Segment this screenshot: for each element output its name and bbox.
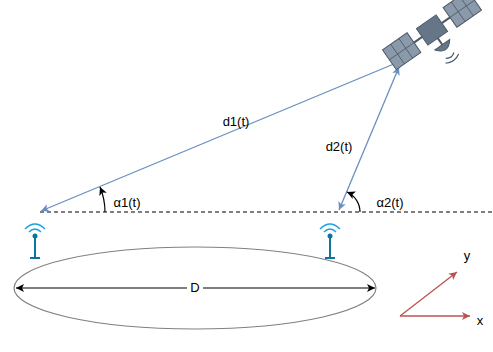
axis-arrow: [400, 272, 457, 316]
horizon-line: [40, 212, 493, 213]
antenna-icon: [320, 224, 340, 258]
angle-arc: [100, 187, 105, 212]
distance-label: d1(t): [223, 115, 250, 129]
angle-label: α1(t): [113, 196, 140, 210]
satellite-icon: [383, 0, 493, 91]
axis-label: y: [464, 249, 471, 263]
distance-label: d2(t): [326, 140, 353, 154]
angle-label: α2(t): [376, 196, 403, 210]
dimension-label: D: [187, 281, 202, 295]
axis-label: x: [477, 314, 484, 328]
region-ellipse: D: [13, 246, 377, 330]
distance-line: [41, 61, 401, 211]
angle-arc: [347, 192, 360, 212]
axis-arrow: [400, 315, 470, 316]
distance-line: [339, 67, 399, 210]
antenna-icon: [25, 224, 45, 258]
